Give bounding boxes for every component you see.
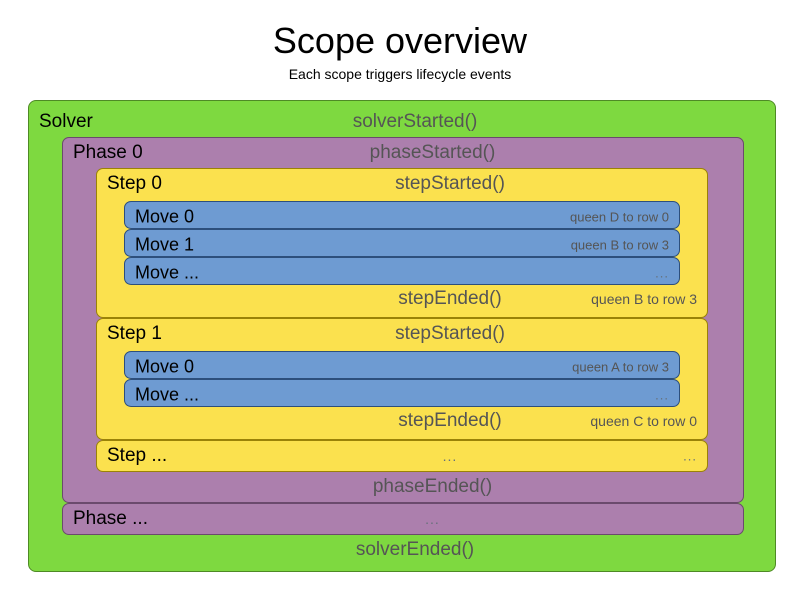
phase-0-header-row: Phase 0 phaseStarted()	[63, 138, 743, 168]
move-row-content: Move ... ...	[125, 258, 679, 288]
scope-overview-diagram: Solver solverStarted() Phase 0 phaseStar…	[0, 99, 800, 572]
move-row[interactable]: Move 0 queen A to row 3	[124, 350, 680, 382]
phase-0-scope-box[interactable]: Phase 0 phaseStarted() Step 0 stepStarte…	[62, 136, 744, 503]
solver-started-event: solverStarted()	[352, 110, 478, 132]
move-value: ...	[655, 265, 669, 281]
step-ellipsis-row: Step ... ... ...	[97, 441, 707, 471]
move-row[interactable]: Move ... ...	[124, 378, 680, 410]
phase-0-ended-row: phaseEnded()	[63, 472, 743, 502]
phase-ellipsis-event: ...	[425, 510, 440, 527]
solver-scope-box[interactable]: Solver solverStarted() Phase 0 phaseStar…	[28, 99, 776, 572]
move-label: Move 0	[135, 206, 195, 227]
step-0-header-row: Step 0 stepStarted()	[97, 169, 707, 199]
move-value: queen B to row 3	[570, 237, 669, 253]
step-ellipsis-scope-box[interactable]: Step ... ... ...	[96, 439, 708, 472]
page-title: Scope overview	[272, 20, 528, 61]
move-row[interactable]: Move 1 queen B to row 3	[124, 228, 680, 260]
solver-ended-event: solverEnded()	[355, 538, 475, 560]
move-row[interactable]: Move ... ...	[124, 256, 680, 288]
move-label: Move ...	[135, 384, 200, 405]
phase-ellipsis-row: Phase ... ...	[63, 504, 743, 534]
step-0-label: Step 0	[107, 172, 162, 194]
move-row-content: Move ... ...	[125, 380, 679, 410]
step-ellipsis-value: ...	[683, 448, 697, 464]
spacer	[97, 313, 707, 317]
step-1-ended-row: stepEnded() queen C to row 0	[97, 407, 707, 435]
step-1-moves-list: Move 0 queen A to row 3 Move ... ...	[97, 349, 707, 407]
move-row-content: Move 1 queen B to row 3	[125, 230, 679, 260]
move-row-content: Move 0 queen A to row 3	[125, 352, 679, 382]
page-header: Scope overview Each scope triggers lifec…	[0, 0, 800, 82]
step-0-ended-event: stepEnded()	[398, 287, 502, 309]
move-row-content: Move 0 queen D to row 0	[125, 202, 679, 232]
solver-header-row: Solver solverStarted()	[29, 107, 775, 137]
page-subtitle: Each scope triggers lifecycle events	[288, 65, 512, 82]
move-label: Move 1	[135, 234, 195, 255]
move-row[interactable]: Move 0 queen D to row 0	[124, 200, 680, 232]
spacer	[97, 435, 707, 439]
step-1-ended-event: stepEnded()	[398, 409, 502, 431]
step-0-scope-box[interactable]: Step 0 stepStarted() Move 0 queen D to r…	[96, 167, 708, 318]
solver-label: Solver	[39, 110, 93, 132]
phase-ellipsis-label: Phase ...	[73, 507, 148, 529]
step-0-started-event: stepStarted()	[395, 172, 505, 194]
phase-ellipsis-scope-box[interactable]: Phase ... ...	[62, 502, 744, 535]
move-value: ...	[655, 387, 669, 403]
step-0-ended-value: queen B to row 3	[591, 290, 697, 307]
move-value: queen A to row 3	[572, 359, 669, 375]
move-label: Move ...	[135, 262, 200, 283]
step-0-ended-row: stepEnded() queen B to row 3	[97, 285, 707, 313]
step-1-label: Step 1	[107, 322, 162, 344]
step-1-started-event: stepStarted()	[395, 322, 505, 344]
move-value: queen D to row 0	[569, 209, 669, 225]
solver-ended-row: solverEnded()	[29, 535, 775, 565]
step-ellipsis-label: Step ...	[107, 444, 168, 466]
phase-0-label: Phase 0	[73, 141, 143, 163]
step-1-header-row: Step 1 stepStarted()	[97, 319, 707, 349]
step-1-scope-box[interactable]: Step 1 stepStarted() Move 0 queen A to r…	[96, 317, 708, 440]
step-1-ended-value: queen C to row 0	[590, 412, 697, 429]
step-ellipsis-event: ...	[442, 447, 458, 464]
step-0-moves-list: Move 0 queen D to row 0 Move 1 queen B t…	[97, 199, 707, 285]
move-label: Move 0	[135, 356, 195, 377]
phase-0-started-event: phaseStarted()	[369, 141, 496, 163]
phase-0-ended-event: phaseEnded()	[372, 475, 493, 497]
